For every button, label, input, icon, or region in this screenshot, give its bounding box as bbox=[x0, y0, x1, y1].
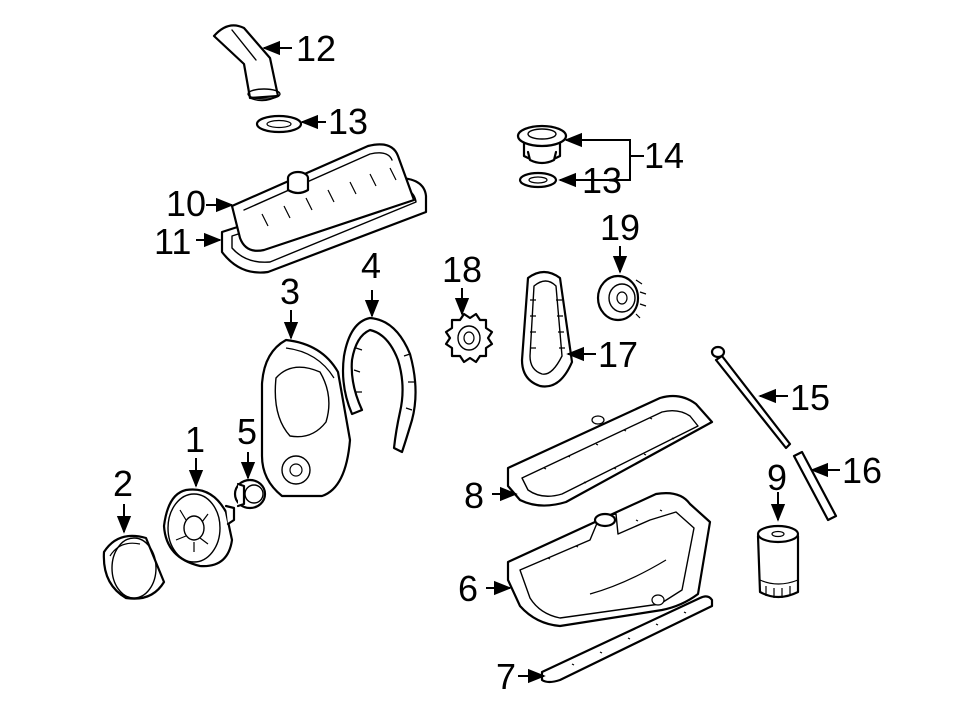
callout-11: 11 bbox=[154, 221, 191, 262]
callout-6: 6 bbox=[458, 568, 478, 609]
dipstick-tube bbox=[792, 450, 838, 522]
oil-fill-tube bbox=[212, 24, 281, 102]
oil-filler-cap bbox=[516, 124, 568, 165]
callout-13-upper: 13 bbox=[328, 101, 368, 142]
valve-cover bbox=[230, 143, 416, 252]
oil-filter bbox=[756, 524, 800, 599]
callout-8: 8 bbox=[464, 475, 484, 516]
oil-dipstick bbox=[710, 345, 792, 450]
callout-3: 3 bbox=[280, 271, 300, 312]
callout-18: 18 bbox=[442, 249, 482, 290]
callout-17: 17 bbox=[598, 334, 638, 375]
callout-19: 19 bbox=[600, 207, 640, 248]
oil-pan-gasket bbox=[506, 394, 714, 507]
harmonic-balancer bbox=[162, 488, 236, 568]
callout-7: 7 bbox=[496, 656, 516, 697]
crankshaft-sprocket-18 bbox=[444, 312, 494, 364]
callout-2: 2 bbox=[113, 463, 133, 504]
callout-10: 10 bbox=[166, 183, 206, 224]
timing-cover bbox=[260, 338, 352, 498]
callout-4: 4 bbox=[361, 245, 381, 286]
front-crank-seal bbox=[233, 478, 267, 510]
callout-13-right: 13 bbox=[582, 160, 622, 201]
camshaft-sprocket-19 bbox=[596, 274, 647, 322]
callout-9: 9 bbox=[767, 457, 787, 498]
timing-chain bbox=[520, 270, 574, 388]
callout-1: 1 bbox=[185, 419, 205, 460]
timing-cover-gasket bbox=[341, 316, 417, 454]
oil-pan bbox=[506, 492, 712, 628]
callout-12: 12 bbox=[296, 28, 336, 69]
callout-16: 16 bbox=[842, 450, 882, 491]
callout-14: 14 bbox=[644, 135, 684, 176]
callout-5: 5 bbox=[237, 411, 257, 452]
callout-15: 15 bbox=[790, 377, 830, 418]
crankshaft-pulley bbox=[102, 534, 166, 600]
